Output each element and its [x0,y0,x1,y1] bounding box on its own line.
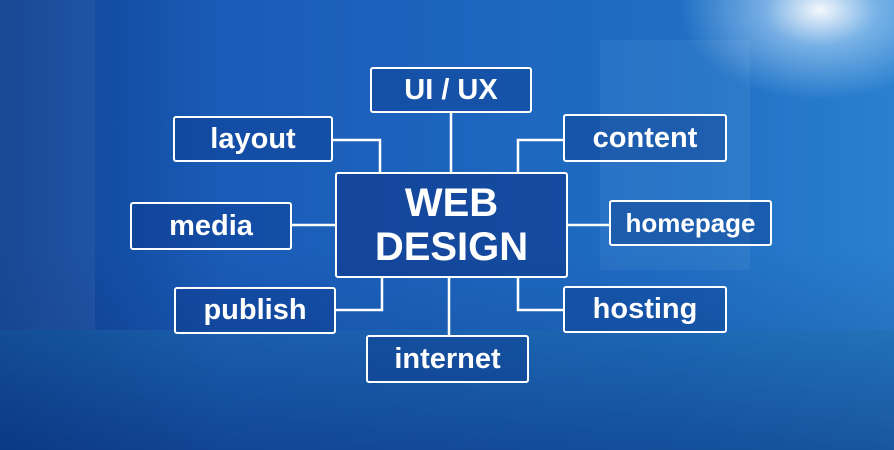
connector-layout [333,138,382,172]
node-layout: layout [173,116,333,162]
node-uiux: UI / UX [370,67,532,113]
background-floor [0,330,894,450]
node-internet: internet [366,335,529,383]
web-design-box: WEB DESIGN [335,172,568,278]
node-publish: publish [174,287,336,334]
center-line1: WEB [404,181,499,225]
connector-hosting [516,278,563,312]
connector-content [516,138,563,172]
background-wall [0,0,95,330]
node-content: content [563,114,727,162]
node-homepage: homepage [609,200,772,246]
center-line2: DESIGN [374,225,529,269]
node-hosting: hosting [563,286,727,333]
connector-publish [336,278,384,312]
node-media: media [130,202,292,250]
